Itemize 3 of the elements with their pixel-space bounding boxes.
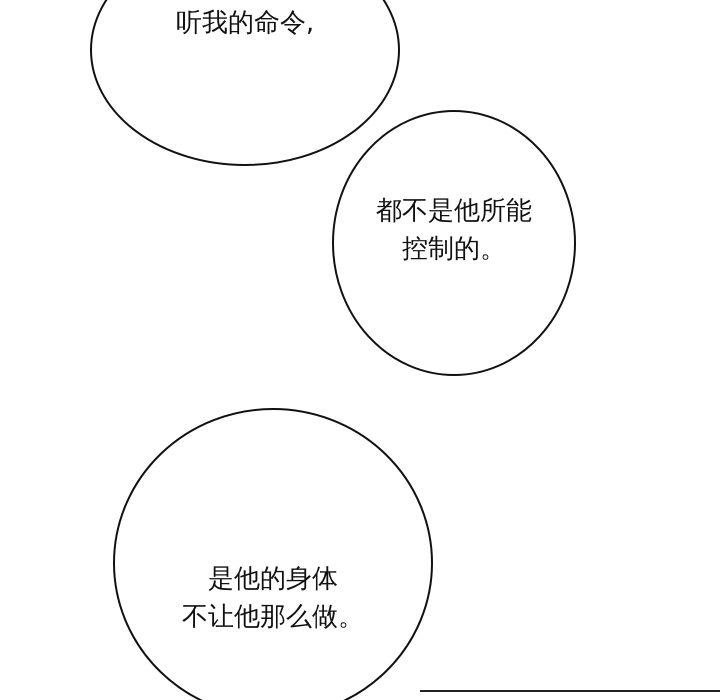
- speech-text: 听我的命令,: [176, 7, 314, 40]
- speech-text: 是他的身体不让他那么做。: [182, 563, 364, 634]
- speech-text: 都不是他所能控制的。: [376, 195, 532, 266]
